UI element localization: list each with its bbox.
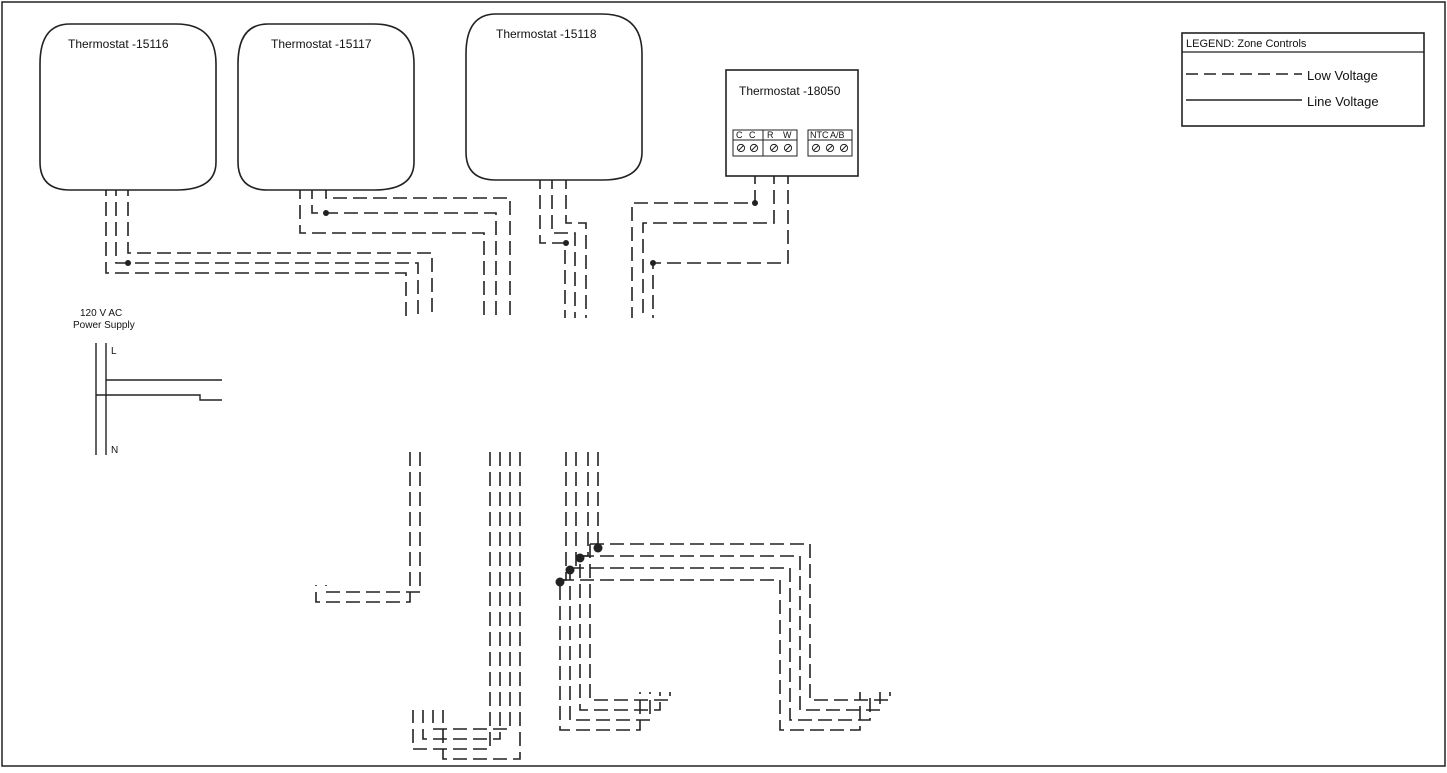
low-voltage-wiring <box>105 150 891 760</box>
svg-text:R: R <box>767 130 774 140</box>
legend-title: LEGEND: Zone Controls <box>1186 38 1307 50</box>
legend: LEGEND: Zone Controls Low Voltage Line V… <box>1181 32 1425 127</box>
thermostat-15117-title: Thermostat -15117 <box>271 37 372 51</box>
svg-text:A/B: A/B <box>830 130 845 140</box>
svg-text:Power Supply: Power Supply <box>73 320 135 331</box>
thermostat-18050-title: Thermostat -18050 <box>739 84 841 98</box>
line-voltage-wiring <box>95 343 222 455</box>
splice-dots <box>125 200 758 587</box>
thermostat-15116: Thermostat -15116 <box>39 23 217 191</box>
svg-text:N: N <box>111 445 118 456</box>
svg-text:C: C <box>749 130 756 140</box>
legend-line-voltage: Line Voltage <box>1307 94 1379 109</box>
thermostat-15117: Thermostat -15117 <box>237 23 415 191</box>
svg-text:120 V AC: 120 V AC <box>80 308 122 319</box>
power-supply: 120 V AC Power Supply L N <box>73 308 135 456</box>
svg-text:C: C <box>736 130 743 140</box>
svg-text:L: L <box>111 346 117 357</box>
thermostat-18050: Thermostat -18050 C C R W NTC A/B <box>725 69 859 177</box>
thermostat-15116-title: Thermostat -15116 <box>68 37 169 51</box>
svg-text:NTC: NTC <box>810 130 829 140</box>
thermostat-15118-title: Thermostat -15118 <box>496 27 597 41</box>
svg-text:W: W <box>783 130 792 140</box>
legend-low-voltage: Low Voltage <box>1307 68 1378 83</box>
thermostat-15118: Thermostat -15118 <box>465 13 643 181</box>
